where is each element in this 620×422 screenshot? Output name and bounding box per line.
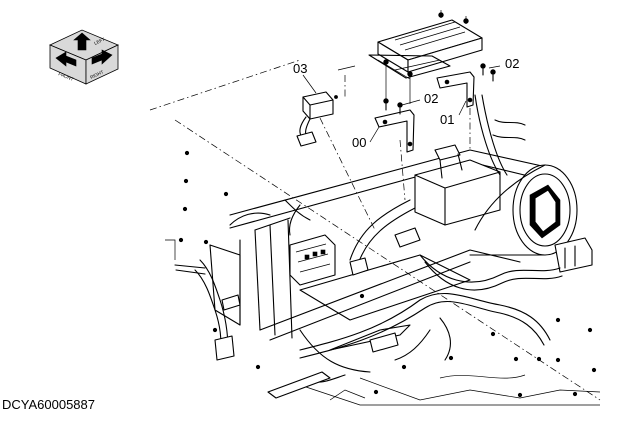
orientation-face-label-3: LEFT — [93, 37, 105, 46]
callout-leaders — [302, 65, 501, 143]
top-bolts — [480, 63, 496, 82]
callout-03: 03 — [293, 61, 307, 76]
floor-fastener-dots — [178, 95, 597, 398]
wire-harness — [174, 94, 563, 399]
orientation-face-label-2: RIGHT — [89, 69, 104, 80]
round-housing — [469, 164, 593, 273]
connector-module — [296, 91, 334, 147]
assembly-guide-lines — [319, 10, 471, 231]
document-id: DCYA60005887 — [2, 397, 95, 412]
main-frame — [209, 144, 561, 341]
right-bracket — [436, 71, 475, 108]
callout-00: 00 — [352, 135, 366, 150]
control-unit-module — [368, 12, 483, 80]
orientation-face-label-1: FRONT — [58, 71, 75, 82]
lower-bolt — [383, 98, 403, 115]
callout-01: 01 — [440, 112, 454, 127]
callout-02-lower: 02 — [424, 91, 438, 106]
callout-02-top: 02 — [505, 56, 519, 71]
orientation-cube-icon: FRONT RIGHT LEFT — [49, 29, 119, 85]
floor-plate-outline — [149, 59, 601, 406]
left-bracket — [374, 109, 415, 153]
